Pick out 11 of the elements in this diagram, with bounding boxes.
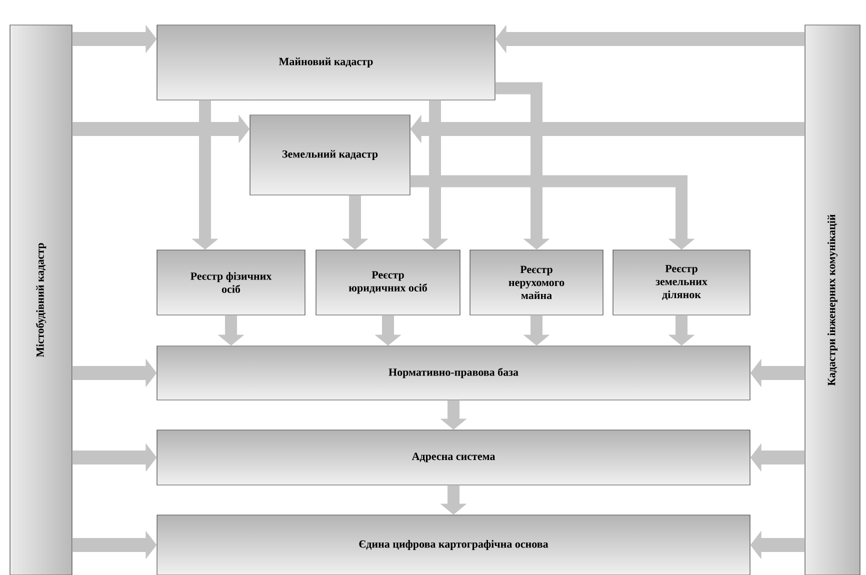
register-box: Реєстр юридичних осіб bbox=[316, 250, 460, 316]
cadastre-box: Земельний кадастр bbox=[250, 114, 410, 196]
cadastre-bar: Кадастри інженерних комунікацій bbox=[804, 24, 860, 575]
cadastre-box: Нормативно-правова база bbox=[156, 346, 750, 400]
cadastre-box: Майновий кадастр bbox=[156, 24, 496, 100]
register-box: Реєстр нерухомого майна bbox=[470, 250, 604, 316]
register-box: Реєстр фізичних осіб bbox=[156, 250, 306, 316]
cadastre-box: Єдина цифрова картографічна основа bbox=[156, 514, 750, 575]
register-box: Реєстр земельних ділянок bbox=[612, 250, 750, 316]
cadastre-bar: Містобудівний кадастр bbox=[10, 24, 72, 575]
cadastre-box: Адресна система bbox=[156, 430, 750, 486]
